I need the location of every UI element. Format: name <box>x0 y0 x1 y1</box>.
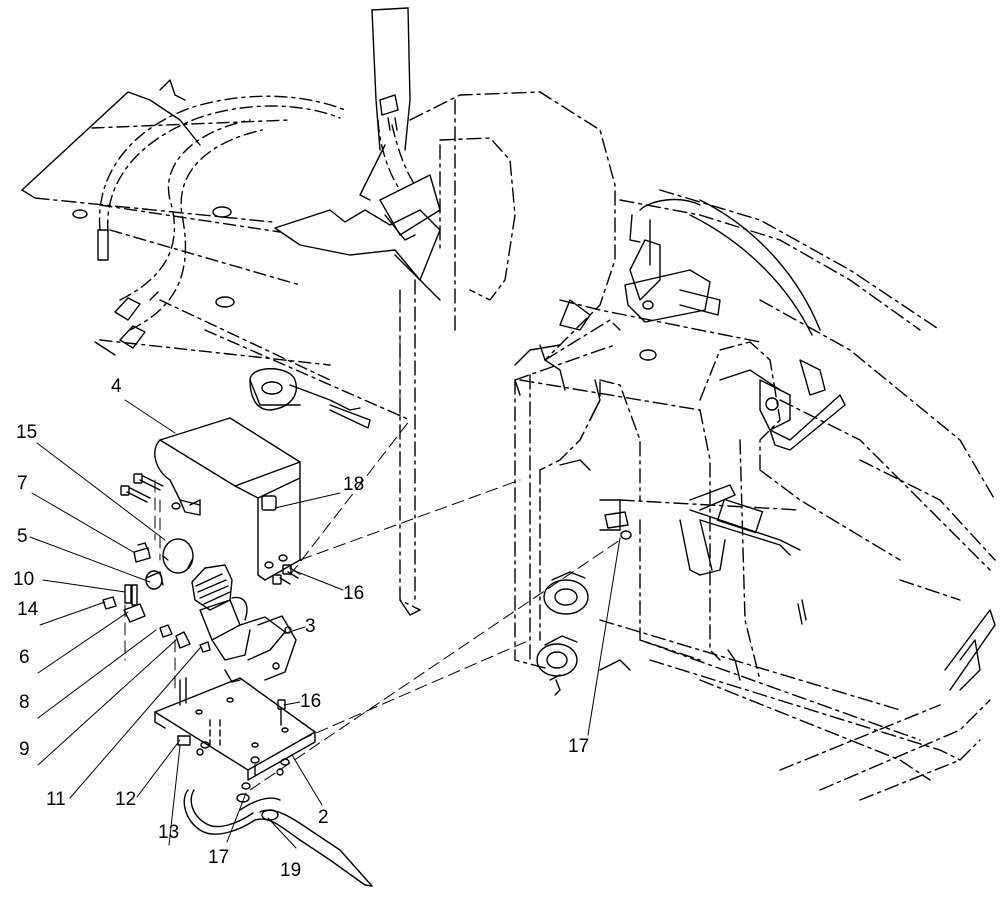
right-valve <box>624 198 846 451</box>
callout-label: 18 <box>343 474 365 495</box>
callout-label: 12 <box>115 789 137 810</box>
center-bracket <box>274 174 441 301</box>
callout-label: 8 <box>19 692 30 713</box>
fittings <box>102 542 211 653</box>
item-4-cover <box>154 417 301 581</box>
upper-hoses <box>359 7 416 201</box>
callout-label: 17 <box>208 847 230 868</box>
frame-details <box>399 299 996 691</box>
leader-lines <box>29 399 621 849</box>
callout-label: 13 <box>158 822 180 843</box>
callout-label: 4 <box>111 376 122 397</box>
item-3-compressor <box>191 564 297 683</box>
callout-label: 16 <box>343 583 365 604</box>
callout-label: 10 <box>13 569 35 590</box>
callout-label: 5 <box>17 526 28 547</box>
right-cylinder <box>679 484 801 576</box>
callout-label: 2 <box>318 807 329 828</box>
callout-label: 16 <box>300 691 322 712</box>
item-2-plate <box>154 677 316 781</box>
callout-label: 9 <box>19 739 30 760</box>
main-frame <box>399 91 996 801</box>
item-17-right-part <box>604 511 632 540</box>
callout-label: 3 <box>305 616 316 637</box>
item-19-hose <box>183 782 373 887</box>
assembly-lines <box>124 289 621 791</box>
callout-label: 17 <box>568 736 590 757</box>
callout-label: 11 <box>46 789 66 810</box>
arm-clamp <box>249 368 371 429</box>
callout-label: 7 <box>17 473 28 494</box>
left-hoses <box>97 79 346 349</box>
callout-label: 14 <box>17 599 39 620</box>
callout-label: 6 <box>19 647 30 668</box>
lower-lugs <box>536 571 589 696</box>
left-frame-arm <box>21 91 411 421</box>
bolts <box>120 473 301 726</box>
item-15-gauge <box>162 538 194 574</box>
callout-label: 19 <box>280 860 302 881</box>
callout-label: 15 <box>16 422 38 443</box>
